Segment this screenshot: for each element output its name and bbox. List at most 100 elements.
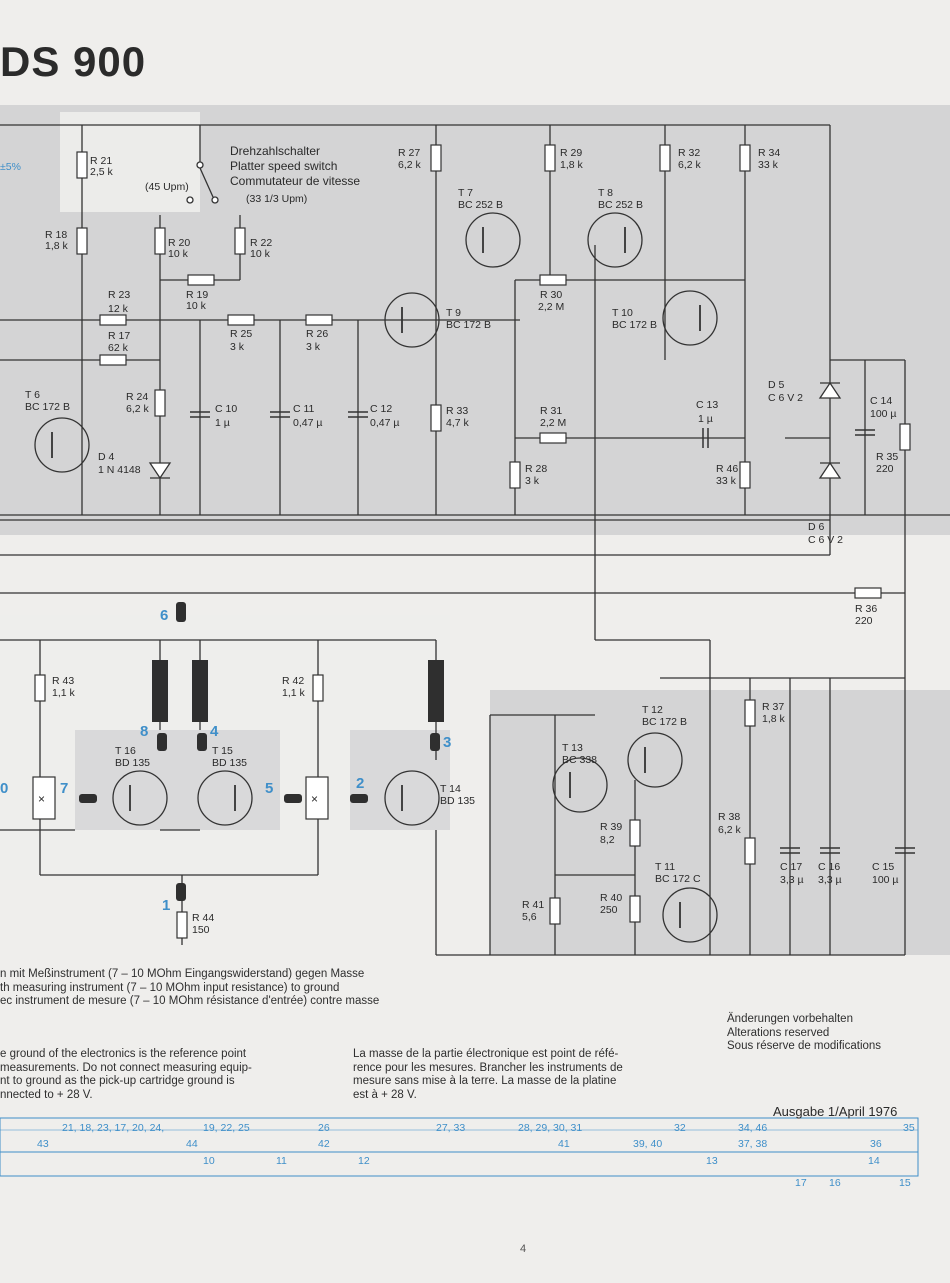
- svg-text:C 6 V 2: C 6 V 2: [808, 534, 843, 546]
- svg-text:3,3 µ: 3,3 µ: [780, 874, 804, 886]
- svg-text:R 31: R 31: [540, 405, 562, 417]
- svg-text:3: 3: [443, 734, 451, 751]
- capacitor-symbols: [190, 411, 915, 854]
- svg-text:R 36: R 36: [855, 603, 877, 615]
- svg-text:D 5: D 5: [768, 379, 785, 391]
- svg-text:1,1 k: 1,1 k: [52, 687, 76, 699]
- svg-text:1 N 4148: 1 N 4148: [98, 464, 141, 476]
- svg-text:R 23: R 23: [108, 289, 130, 301]
- svg-text:R 42: R 42: [282, 675, 304, 687]
- svg-text:BC 338: BC 338: [562, 754, 597, 766]
- svg-text:T 7: T 7: [458, 187, 473, 199]
- svg-text:D 6: D 6: [808, 521, 825, 533]
- svg-text:0,47 µ: 0,47 µ: [370, 417, 399, 429]
- svg-text:R 19: R 19: [186, 289, 208, 301]
- svg-text:6,2 k: 6,2 k: [398, 159, 422, 171]
- svg-text:2,5 k: 2,5 k: [90, 166, 114, 178]
- svg-text:1,8 k: 1,8 k: [560, 159, 584, 171]
- svg-text:R 46: R 46: [716, 463, 738, 475]
- svg-text:(33 1/3 Upm): (33 1/3 Upm): [246, 193, 307, 205]
- svg-text:C 11: C 11: [293, 403, 315, 415]
- svg-text:R 38: R 38: [718, 811, 740, 823]
- svg-text:BC 172 B: BC 172 B: [612, 319, 657, 331]
- ground-note-fr: La masse de la partie électronique est p…: [353, 1048, 623, 1101]
- svg-text:1 µ: 1 µ: [215, 417, 230, 429]
- svg-text:2,2 M: 2,2 M: [538, 301, 564, 313]
- svg-text:BC 252 B: BC 252 B: [458, 199, 503, 211]
- svg-text:R 22: R 22: [250, 237, 272, 249]
- svg-text:6,2 k: 6,2 k: [678, 159, 702, 171]
- svg-text:R 25: R 25: [230, 328, 252, 340]
- svg-text:4,7 k: 4,7 k: [446, 417, 470, 429]
- svg-text:6: 6: [160, 607, 168, 624]
- speed-switch: [186, 161, 219, 204]
- page-title: DS 900: [0, 38, 147, 85]
- svg-text:250: 250: [600, 904, 618, 916]
- svg-text:R 29: R 29: [560, 147, 582, 159]
- svg-text:R 24: R 24: [126, 391, 148, 403]
- svg-text:R 28: R 28: [525, 463, 547, 475]
- svg-text:BC 172 C: BC 172 C: [655, 873, 701, 885]
- svg-text:6,2 k: 6,2 k: [126, 403, 150, 415]
- svg-text:R 17: R 17: [108, 330, 130, 342]
- svg-text:BD 135: BD 135: [440, 795, 475, 807]
- svg-text:×: ×: [38, 792, 45, 806]
- svg-text:Drehzahlschalter: Drehzahlschalter: [230, 144, 320, 158]
- svg-text:C 14: C 14: [870, 395, 892, 407]
- svg-text:C 10: C 10: [215, 403, 237, 415]
- svg-text:R 20: R 20: [168, 237, 190, 249]
- svg-text:220: 220: [876, 463, 894, 475]
- svg-text:100 µ: 100 µ: [870, 408, 897, 420]
- svg-text:6,2 k: 6,2 k: [718, 824, 742, 836]
- svg-text:R 21: R 21: [90, 155, 112, 167]
- svg-text:220: 220: [855, 615, 873, 627]
- svg-text:R 27: R 27: [398, 147, 420, 159]
- svg-text:7: 7: [60, 780, 68, 797]
- svg-text:0: 0: [0, 780, 8, 797]
- svg-text:R 44: R 44: [192, 912, 214, 924]
- svg-text:8: 8: [140, 723, 148, 740]
- svg-text:×: ×: [311, 792, 318, 806]
- svg-text:R 39: R 39: [600, 821, 622, 833]
- switch-labels: Drehzahlschalter Platter speed switch Co…: [145, 144, 360, 205]
- svg-text:BC 252 B: BC 252 B: [598, 199, 643, 211]
- svg-text:R 35: R 35: [876, 451, 898, 463]
- svg-text:100 µ: 100 µ: [872, 874, 899, 886]
- svg-text:T 9: T 9: [446, 307, 461, 319]
- svg-text:BD 135: BD 135: [115, 757, 150, 769]
- svg-text:33 k: 33 k: [716, 475, 737, 487]
- edition-label: Ausgabe 1/April 1976: [773, 1104, 898, 1119]
- alterations-note: Änderungen vorbehalten Alterations reser…: [727, 1013, 882, 1052]
- svg-text:R 34: R 34: [758, 147, 780, 159]
- svg-text:C 12: C 12: [370, 403, 392, 415]
- svg-text:1: 1: [162, 897, 170, 914]
- svg-text:150: 150: [192, 924, 210, 936]
- svg-text:C 15: C 15: [872, 861, 894, 873]
- svg-text:R 26: R 26: [306, 328, 328, 340]
- svg-text:10 k: 10 k: [186, 300, 207, 312]
- svg-text:C 16: C 16: [818, 861, 840, 873]
- svg-text:T 14: T 14: [440, 783, 461, 795]
- svg-text:R 40: R 40: [600, 892, 622, 904]
- svg-text:T 6: T 6: [25, 389, 40, 401]
- svg-text:BC 172 B: BC 172 B: [25, 401, 70, 413]
- svg-text:BC 172 B: BC 172 B: [642, 716, 687, 728]
- svg-text:C 13: C 13: [696, 399, 718, 411]
- svg-text:2: 2: [356, 775, 364, 792]
- svg-text:12 k: 12 k: [108, 303, 129, 315]
- svg-text:Commutateur de vitesse: Commutateur de vitesse: [230, 174, 360, 188]
- svg-text:T 12: T 12: [642, 704, 663, 716]
- svg-text:(45 Upm): (45 Upm): [145, 181, 189, 193]
- svg-text:4: 4: [210, 723, 219, 740]
- svg-text:BC 172 B: BC 172 B: [446, 319, 491, 331]
- svg-text:8,2: 8,2: [600, 834, 615, 846]
- svg-text:Platter speed switch: Platter speed switch: [230, 159, 337, 173]
- svg-text:T 13: T 13: [562, 742, 583, 754]
- resistor-symbols: [34, 144, 911, 939]
- svg-text:R 33: R 33: [446, 405, 468, 417]
- hall-sensor-boxes: [32, 776, 329, 820]
- svg-text:1 µ: 1 µ: [698, 413, 713, 425]
- svg-text:C 17: C 17: [780, 861, 802, 873]
